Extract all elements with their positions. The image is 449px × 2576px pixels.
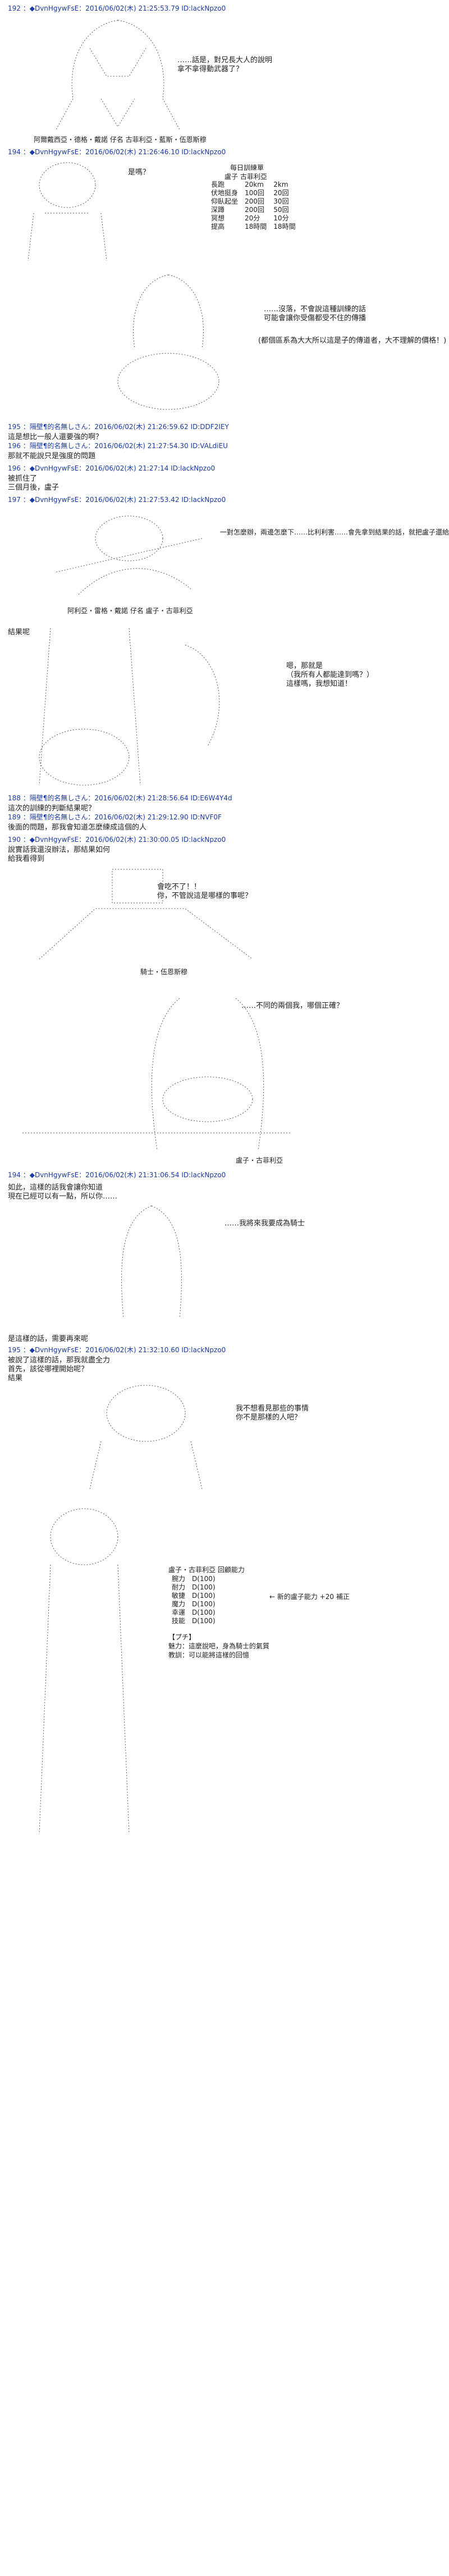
dialogue-line: 可能會讓你受傷都受不住的傳播 [264,314,366,322]
caption: 魅力：這麼說吧，身為騎士的氣質 [168,1642,270,1650]
dialogue-line: 你，不管說這是哪樣的事呢？ [157,892,253,900]
dialogue-line: 如此，這樣的話我會讓你知道 [8,1183,103,1192]
dialogue-line: 會吃不了！！ [157,883,201,891]
dialogue-line: ……話是，對兄長大人的說明 [177,56,273,64]
dialogue-line: 結果 [8,1374,23,1383]
dialogue-line: 說實話我還沒辦法，那結果如何 [8,846,111,854]
ascii-art-figure [84,269,253,415]
dialogue-line: 被說了這樣的話，那我就盡全力 [8,1356,111,1365]
post-header: 189 ：隔壁¶的名無しさん：2016/06/02(木) 21:29:12.90… [8,813,222,821]
post-header: 196 ：隔壁¶的名無しさん：2016/06/02(木) 21:27:54.30… [8,442,228,450]
post-header: 190 ：◆DvnHgywFsE：2016/06/02(木) 21:30:00.… [8,836,226,844]
dialogue-line: 被抓住了 [8,474,38,483]
dialogue-line: ……我將來我要成為騎士 [224,1219,305,1228]
dialogue-line: 你不是那樣的人吧？ [236,1413,302,1422]
post-header: 196 ：◆DvnHgywFsE：2016/06/02(木) 21:27:14 … [8,464,216,472]
stats-title: 每日訓練單 [230,164,264,172]
post-header: 194 ：◆DvnHgywFsE：2016/06/02(木) 21:31:06.… [8,1171,226,1179]
ascii-art-figure [22,1503,146,1840]
ascii-art-figure [34,15,202,132]
ascii-art-figure [11,987,303,1155]
dialogue-line: 一對怎麼辦，兩邊怎麼下……比利利害……會先拿到結果的話，就把盧子還給你？ [220,528,449,536]
post-header: 197 ：◆DvnHgywFsE：2016/06/02(木) 21:27:53.… [8,496,226,504]
caption: 阿利亞・雷格・戴諾 仔名 盧子・古菲利亞 [67,607,193,615]
ascii-art-figure [45,505,213,600]
ascii-art-figure [17,623,264,791]
ascii-art-figure [67,1200,236,1324]
post-header: 188 ：隔壁¶的名無しさん：2016/06/02(木) 21:28:56.64… [8,794,232,802]
dialogue-line: 這樣嗎，我想知道！ [286,680,352,688]
dialogue-line: 是嗎？ [128,168,150,177]
reply-line: 那就不能說只是強度的問題 [8,452,96,460]
reply-line: 這是想比一般人還要強的啊？ [8,433,103,441]
post-header: 194 ：◆DvnHgywFsE：2016/06/02(木) 21:26:46.… [8,148,226,156]
dialogue-line: (都個區系為大大所以這是子的傳道者，大不理解的價格！) [258,337,447,345]
reply-line: 這次的訓練的判斷結果呢？ [8,804,96,813]
dialogue-line: 三個月後，盧子 [8,483,59,492]
dialogue-line: 我不想看見那些的事情 [236,1404,309,1413]
stats-subtitle: 盧子 古菲利亞 [224,173,267,181]
post-header: 195 ：◆DvnHgywFsE：2016/06/02(木) 21:32:10.… [8,1346,226,1354]
dialogue-line: 拿不拿得動武器了？ [177,65,244,73]
ascii-art-figure [11,157,123,264]
stats-note: ← 新的盧子能力 +20 補正 [269,1593,350,1601]
dialogue-line: 結果呢 [8,628,30,637]
dialogue-line: 是這樣的話，需要再來呢 [8,1335,89,1343]
dialogue-line: 現在已經可以有一點，所以你…… [8,1192,118,1201]
caption: 阿爾戴西亞・德格・戴諾 仔名 古菲利亞・藍斯・伍恩斯穆 [34,136,207,144]
caption: 教訓：可以能將這樣的回憶 [168,1651,250,1659]
ascii-art-figure [28,864,264,965]
caption: 【プチ】 [168,1633,196,1641]
dialogue-line: 嗯，那就是 [286,662,323,670]
caption: 騎士・伍恩斯穆 [140,968,188,976]
caption: 盧子・古菲利亞 [236,1156,283,1164]
reply-line: 後面的問題，那我會知道怎麼練成這個的人 [8,823,147,832]
dialogue-line: ……沒落，不會說這種訓練的話 [264,305,366,314]
dialogue-line: 給我看得到 [8,855,45,863]
dialogue-line: ……不同的兩個我，哪個正確？ [241,1002,344,1010]
dialogue-line: （我所有人都能達到嗎？） [286,671,374,679]
post-header: 195 ：隔壁¶的名無しさん：2016/06/02(木) 21:26:59.62… [8,423,229,431]
stats-title: 盧子・古菲利亞 回顧能力 [168,1566,245,1574]
post-header: 192 ：◆DvnHgywFsE：2016/06/02(木) 21:25:53.… [8,4,226,12]
dialogue-line: 首先，該從哪裡開始呢？ [8,1365,89,1374]
ascii-art-figure [67,1380,224,1492]
